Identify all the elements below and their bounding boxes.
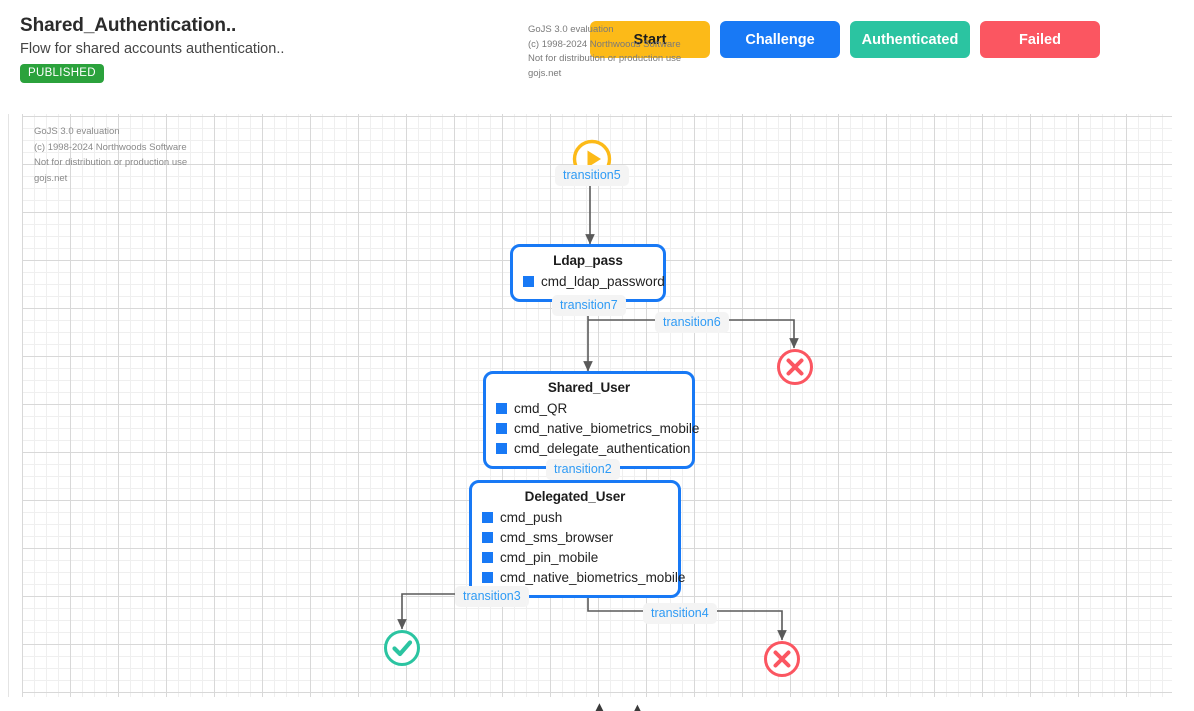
transition-label-transition4[interactable]: transition4 (643, 603, 717, 624)
bottom-toolbar: ▲ ▲ (0, 697, 1194, 711)
x-circle-icon (777, 349, 813, 385)
end-node-failed-bottom[interactable] (762, 639, 800, 677)
node-title: Ldap_pass (553, 253, 623, 268)
node-title: Shared_User (547, 380, 631, 395)
port-square-icon[interactable] (482, 571, 493, 583)
port-label: cmd_delegate_authentication (514, 440, 691, 456)
port-label: cmd_pin_mobile (500, 549, 599, 565)
port-square-icon[interactable] (523, 275, 534, 287)
node-port-row[interactable]: cmd_sms_browser (482, 527, 668, 547)
port-label: cmd_native_biometrics_mobile (514, 420, 700, 436)
x-circle-icon (764, 641, 800, 677)
node-port-row[interactable]: cmd_QR (496, 398, 682, 418)
node-port-row[interactable]: cmd_native_biometrics_mobile (482, 567, 685, 587)
port-square-icon[interactable] (496, 422, 507, 434)
port-square-icon[interactable] (496, 402, 507, 414)
node-delegated-user[interactable]: Delegated_User cmd_push cmd_sms_browser … (469, 480, 685, 598)
left-rail-divider (8, 0, 9, 711)
transition-label-transition7[interactable]: transition7 (552, 295, 626, 316)
port-label: cmd_sms_browser (500, 529, 614, 545)
check-circle-icon (384, 630, 420, 666)
failed-button[interactable]: Failed (980, 21, 1100, 58)
port-square-icon[interactable] (482, 511, 493, 523)
diagram-canvas[interactable]: GoJS 3.0 evaluation (c) 1998-2024 Northw… (22, 114, 1172, 697)
challenge-button[interactable]: Challenge (720, 21, 840, 58)
node-port-row[interactable]: cmd_delegate_authentication (496, 438, 690, 458)
port-label: cmd_native_biometrics_mobile (500, 569, 686, 585)
zoom-out-icon[interactable]: ▲ (632, 702, 643, 711)
transition-label-transition5[interactable]: transition5 (555, 165, 629, 186)
page-title: Shared_Authentication.. (20, 15, 237, 36)
node-ldap-pass[interactable]: Ldap_pass cmd_ldap_password (510, 244, 666, 302)
node-shared-user[interactable]: Shared_User cmd_QR cmd_native_biometrics… (483, 371, 699, 469)
transition-label-transition3[interactable]: transition3 (455, 586, 529, 607)
node-title: Delegated_User (524, 489, 626, 504)
transition-label-transition6[interactable]: transition6 (655, 312, 729, 333)
port-label: cmd_QR (514, 400, 568, 416)
port-label: cmd_ldap_password (541, 273, 665, 289)
node-port-row[interactable]: cmd_push (482, 507, 668, 527)
end-node-failed-top[interactable] (775, 347, 813, 385)
zoom-in-icon[interactable]: ▲ (592, 699, 607, 711)
port-square-icon[interactable] (482, 531, 493, 543)
node-port-row[interactable]: cmd_ldap_password (523, 271, 665, 291)
port-square-icon[interactable] (482, 551, 493, 563)
status-badge: PUBLISHED (20, 64, 104, 83)
port-label: cmd_push (500, 509, 563, 525)
node-port-row[interactable]: cmd_pin_mobile (482, 547, 668, 567)
port-square-icon[interactable] (496, 442, 507, 454)
authenticated-button[interactable]: Authenticated (850, 21, 970, 58)
page-header: Shared_Authentication.. Flow for shared … (0, 0, 1194, 114)
page-subtitle: Flow for shared accounts authentication.… (20, 41, 285, 57)
transition-label-transition2[interactable]: transition2 (546, 459, 620, 480)
node-port-row[interactable]: cmd_native_biometrics_mobile (496, 418, 699, 438)
start-button[interactable]: Start (590, 21, 710, 58)
end-node-authenticated[interactable] (382, 628, 420, 666)
